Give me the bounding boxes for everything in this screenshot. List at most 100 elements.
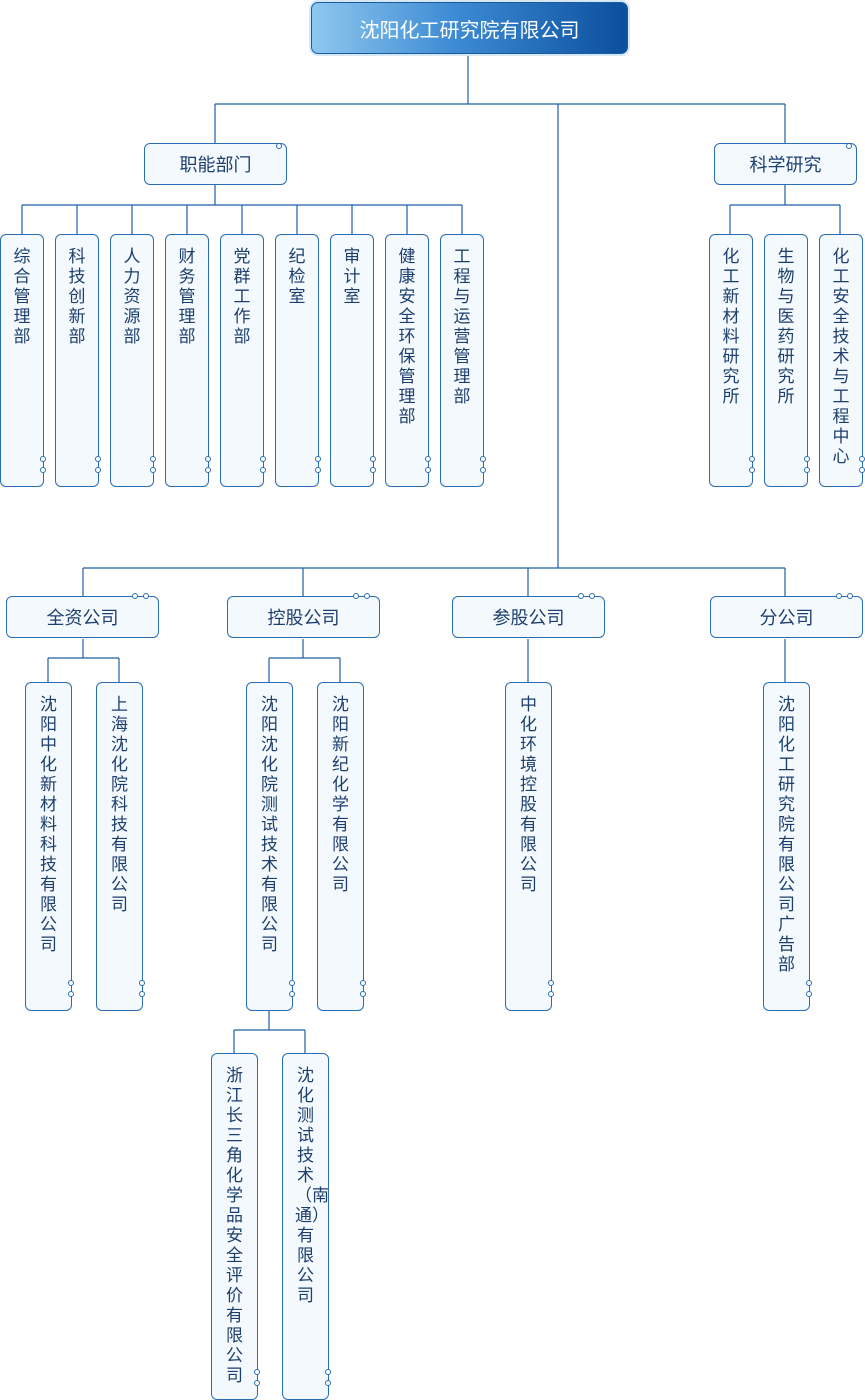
dept-label: 人力资源部	[123, 247, 141, 347]
research-label: 化工安全技术与工程中心	[832, 247, 850, 467]
corner-dot	[836, 593, 842, 599]
corner-dot	[315, 467, 321, 473]
company-box: 中化环境控股有限公司	[505, 682, 554, 1011]
dept-label: 综合管理部	[13, 247, 31, 347]
dept-box: 纪检室	[275, 234, 321, 487]
corner-dot	[150, 456, 156, 462]
dept-box: 财务管理部	[165, 234, 211, 487]
company-box: 沈阳化工研究院有限公司广告部	[763, 682, 812, 1011]
corner-dot	[132, 593, 138, 599]
corner-dot	[260, 456, 266, 462]
dept-box: 健康安全环保管理部	[385, 234, 431, 487]
dept-box: 综合管理部	[0, 234, 46, 487]
corner-dot	[143, 593, 149, 599]
dept-box: 党群工作部	[220, 234, 266, 487]
dept-box: 工程与运营管理部	[440, 234, 486, 487]
corner-dot	[276, 143, 282, 149]
corner-dot	[205, 456, 211, 462]
company-box: 沈阳中化新材料科技有限公司	[25, 682, 74, 1011]
root-label: 沈阳化工研究院有限公司	[359, 17, 580, 42]
company-label: 沈阳化工研究院有限公司广告部	[778, 695, 795, 975]
corner-dot	[40, 467, 46, 473]
corner-dot	[150, 467, 156, 473]
research-box: 生物与医药研究所	[764, 234, 810, 487]
corner-dot	[578, 593, 584, 599]
corner-dot	[548, 980, 554, 986]
company-label: 上海沈化院科技有限公司	[111, 695, 128, 915]
corner-dot	[589, 593, 595, 599]
research-label: 化工新材料研究所	[722, 247, 740, 407]
corner-dot	[353, 593, 359, 599]
corner-dot	[846, 143, 852, 149]
corner-dot	[847, 593, 853, 599]
corner-dot	[254, 1380, 260, 1386]
corner-dot	[40, 456, 46, 462]
corner-dot	[548, 991, 554, 997]
corner-dot	[315, 456, 321, 462]
corner-dot	[95, 467, 101, 473]
corner-dot	[325, 1380, 331, 1386]
dept-label: 党群工作部	[233, 247, 251, 347]
corner-dot	[95, 456, 101, 462]
corner-dot	[806, 991, 812, 997]
company-box: 上海沈化院科技有限公司	[96, 682, 145, 1011]
group-equity: 参股公司	[452, 596, 605, 638]
corner-dot	[804, 456, 810, 462]
research-box: 化工新材料研究所	[709, 234, 755, 487]
group-wholly-owned-label: 全资公司	[46, 608, 119, 629]
group-functional: 职能部门	[144, 143, 287, 185]
dept-box: 审计室	[330, 234, 376, 487]
corner-dot	[68, 980, 74, 986]
corner-dot	[859, 467, 865, 473]
group-wholly-owned: 全资公司	[6, 596, 159, 638]
corner-dot	[749, 456, 755, 462]
research-box: 化工安全技术与工程中心	[819, 234, 865, 487]
dept-label: 纪检室	[288, 247, 306, 307]
dept-label: 工程与运营管理部	[453, 247, 471, 407]
corner-dot	[360, 980, 366, 986]
group-holding: 控股公司	[227, 596, 380, 638]
corner-dot	[425, 467, 431, 473]
corner-dot	[749, 467, 755, 473]
group-equity-label: 参股公司	[492, 608, 565, 629]
corner-dot	[425, 456, 431, 462]
subsidiary-box: 浙江长三角化学品安全评价有限公司	[211, 1053, 260, 1400]
subsidiary-box: 沈化测试技术（南通）有限公司	[282, 1053, 331, 1400]
company-label: 沈阳中化新材料科技有限公司	[40, 695, 57, 955]
corner-dot	[139, 980, 145, 986]
corner-dot	[364, 593, 370, 599]
group-functional-label: 职能部门	[179, 155, 252, 176]
corner-dot	[360, 991, 366, 997]
company-box: 沈阳新纪化学有限公司	[317, 682, 366, 1011]
dept-label: 科技创新部	[68, 247, 86, 347]
company-label: 沈阳沈化院测试技术有限公司	[261, 695, 278, 955]
dept-label: 财务管理部	[178, 247, 196, 347]
corner-dot	[260, 467, 266, 473]
corner-dot	[139, 991, 145, 997]
corner-dot	[68, 991, 74, 997]
group-branch: 分公司	[710, 596, 863, 638]
corner-dot	[804, 467, 810, 473]
company-box: 沈阳沈化院测试技术有限公司	[246, 682, 295, 1011]
subsidiary-label: 浙江长三角化学品安全评价有限公司	[226, 1066, 243, 1386]
group-branch-label: 分公司	[759, 608, 814, 629]
corner-dot	[480, 456, 486, 462]
company-label: 中化环境控股有限公司	[520, 695, 537, 895]
dept-box: 人力资源部	[110, 234, 156, 487]
research-label: 生物与医药研究所	[777, 247, 795, 407]
subsidiary-label: 沈化测试技术（南通）有限公司	[295, 1066, 329, 1306]
corner-dot	[370, 467, 376, 473]
group-research-label: 科学研究	[749, 155, 822, 176]
corner-dot	[205, 467, 211, 473]
corner-dot	[859, 456, 865, 462]
company-label: 沈阳新纪化学有限公司	[332, 695, 349, 895]
dept-box: 科技创新部	[55, 234, 101, 487]
corner-dot	[806, 980, 812, 986]
corner-dot	[480, 467, 486, 473]
dept-label: 审计室	[343, 247, 361, 307]
corner-dot	[325, 1369, 331, 1375]
corner-dot	[254, 1369, 260, 1375]
dept-label: 健康安全环保管理部	[398, 247, 416, 427]
corner-dot	[289, 980, 295, 986]
